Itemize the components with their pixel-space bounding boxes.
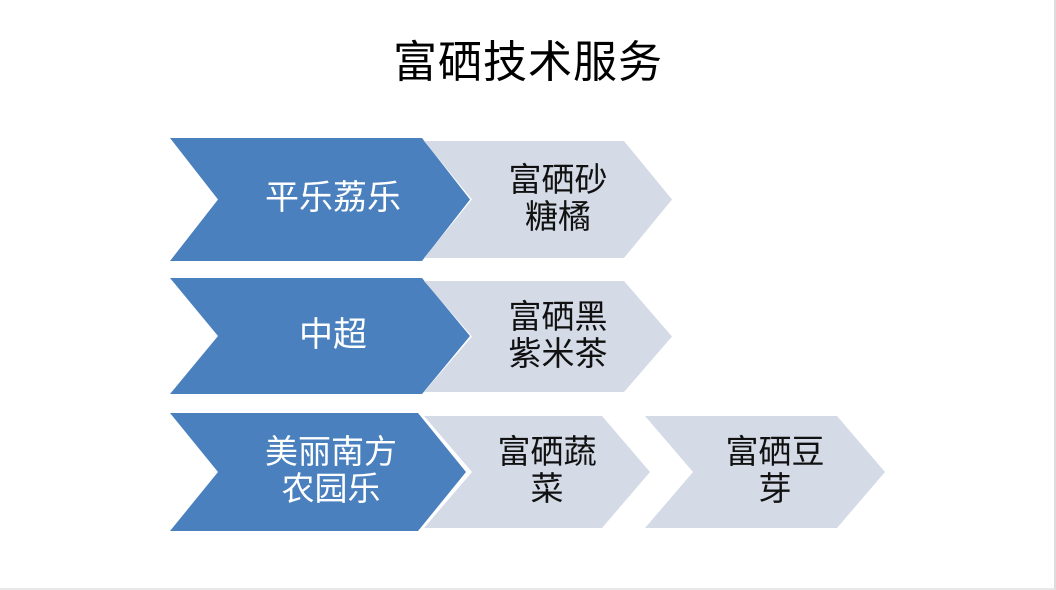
chevron-label: 富硒蔬 菜 [497,435,597,508]
chevron-label: 富硒豆 芽 [725,435,825,508]
chevron-label: 美丽南方 农园乐 [265,435,397,508]
chevron-source-pingle-lile[interactable]: 平乐荔乐 [170,138,470,261]
chevron-label: 中超 [299,316,367,354]
chevron-source-zhongchao[interactable]: 中超 [170,278,470,394]
chevron-output-fuxi-shucai[interactable]: 富硒蔬 菜 [424,416,650,528]
page-title: 富硒技术服务 [393,38,663,87]
chevron-output-fuxi-heizimicha[interactable]: 富硒黑 紫米茶 [424,281,672,392]
chevron-label: 富硒黑 紫米茶 [508,299,608,373]
chevron-label: 富硒砂 糖橘 [508,162,608,236]
chevron-label: 平乐荔乐 [265,180,401,218]
chevron-output-fuxi-douya[interactable]: 富硒豆 芽 [645,416,885,528]
chevron-source-meili-nanfang-nongyuanle[interactable]: 美丽南方 农园乐 [170,413,466,531]
